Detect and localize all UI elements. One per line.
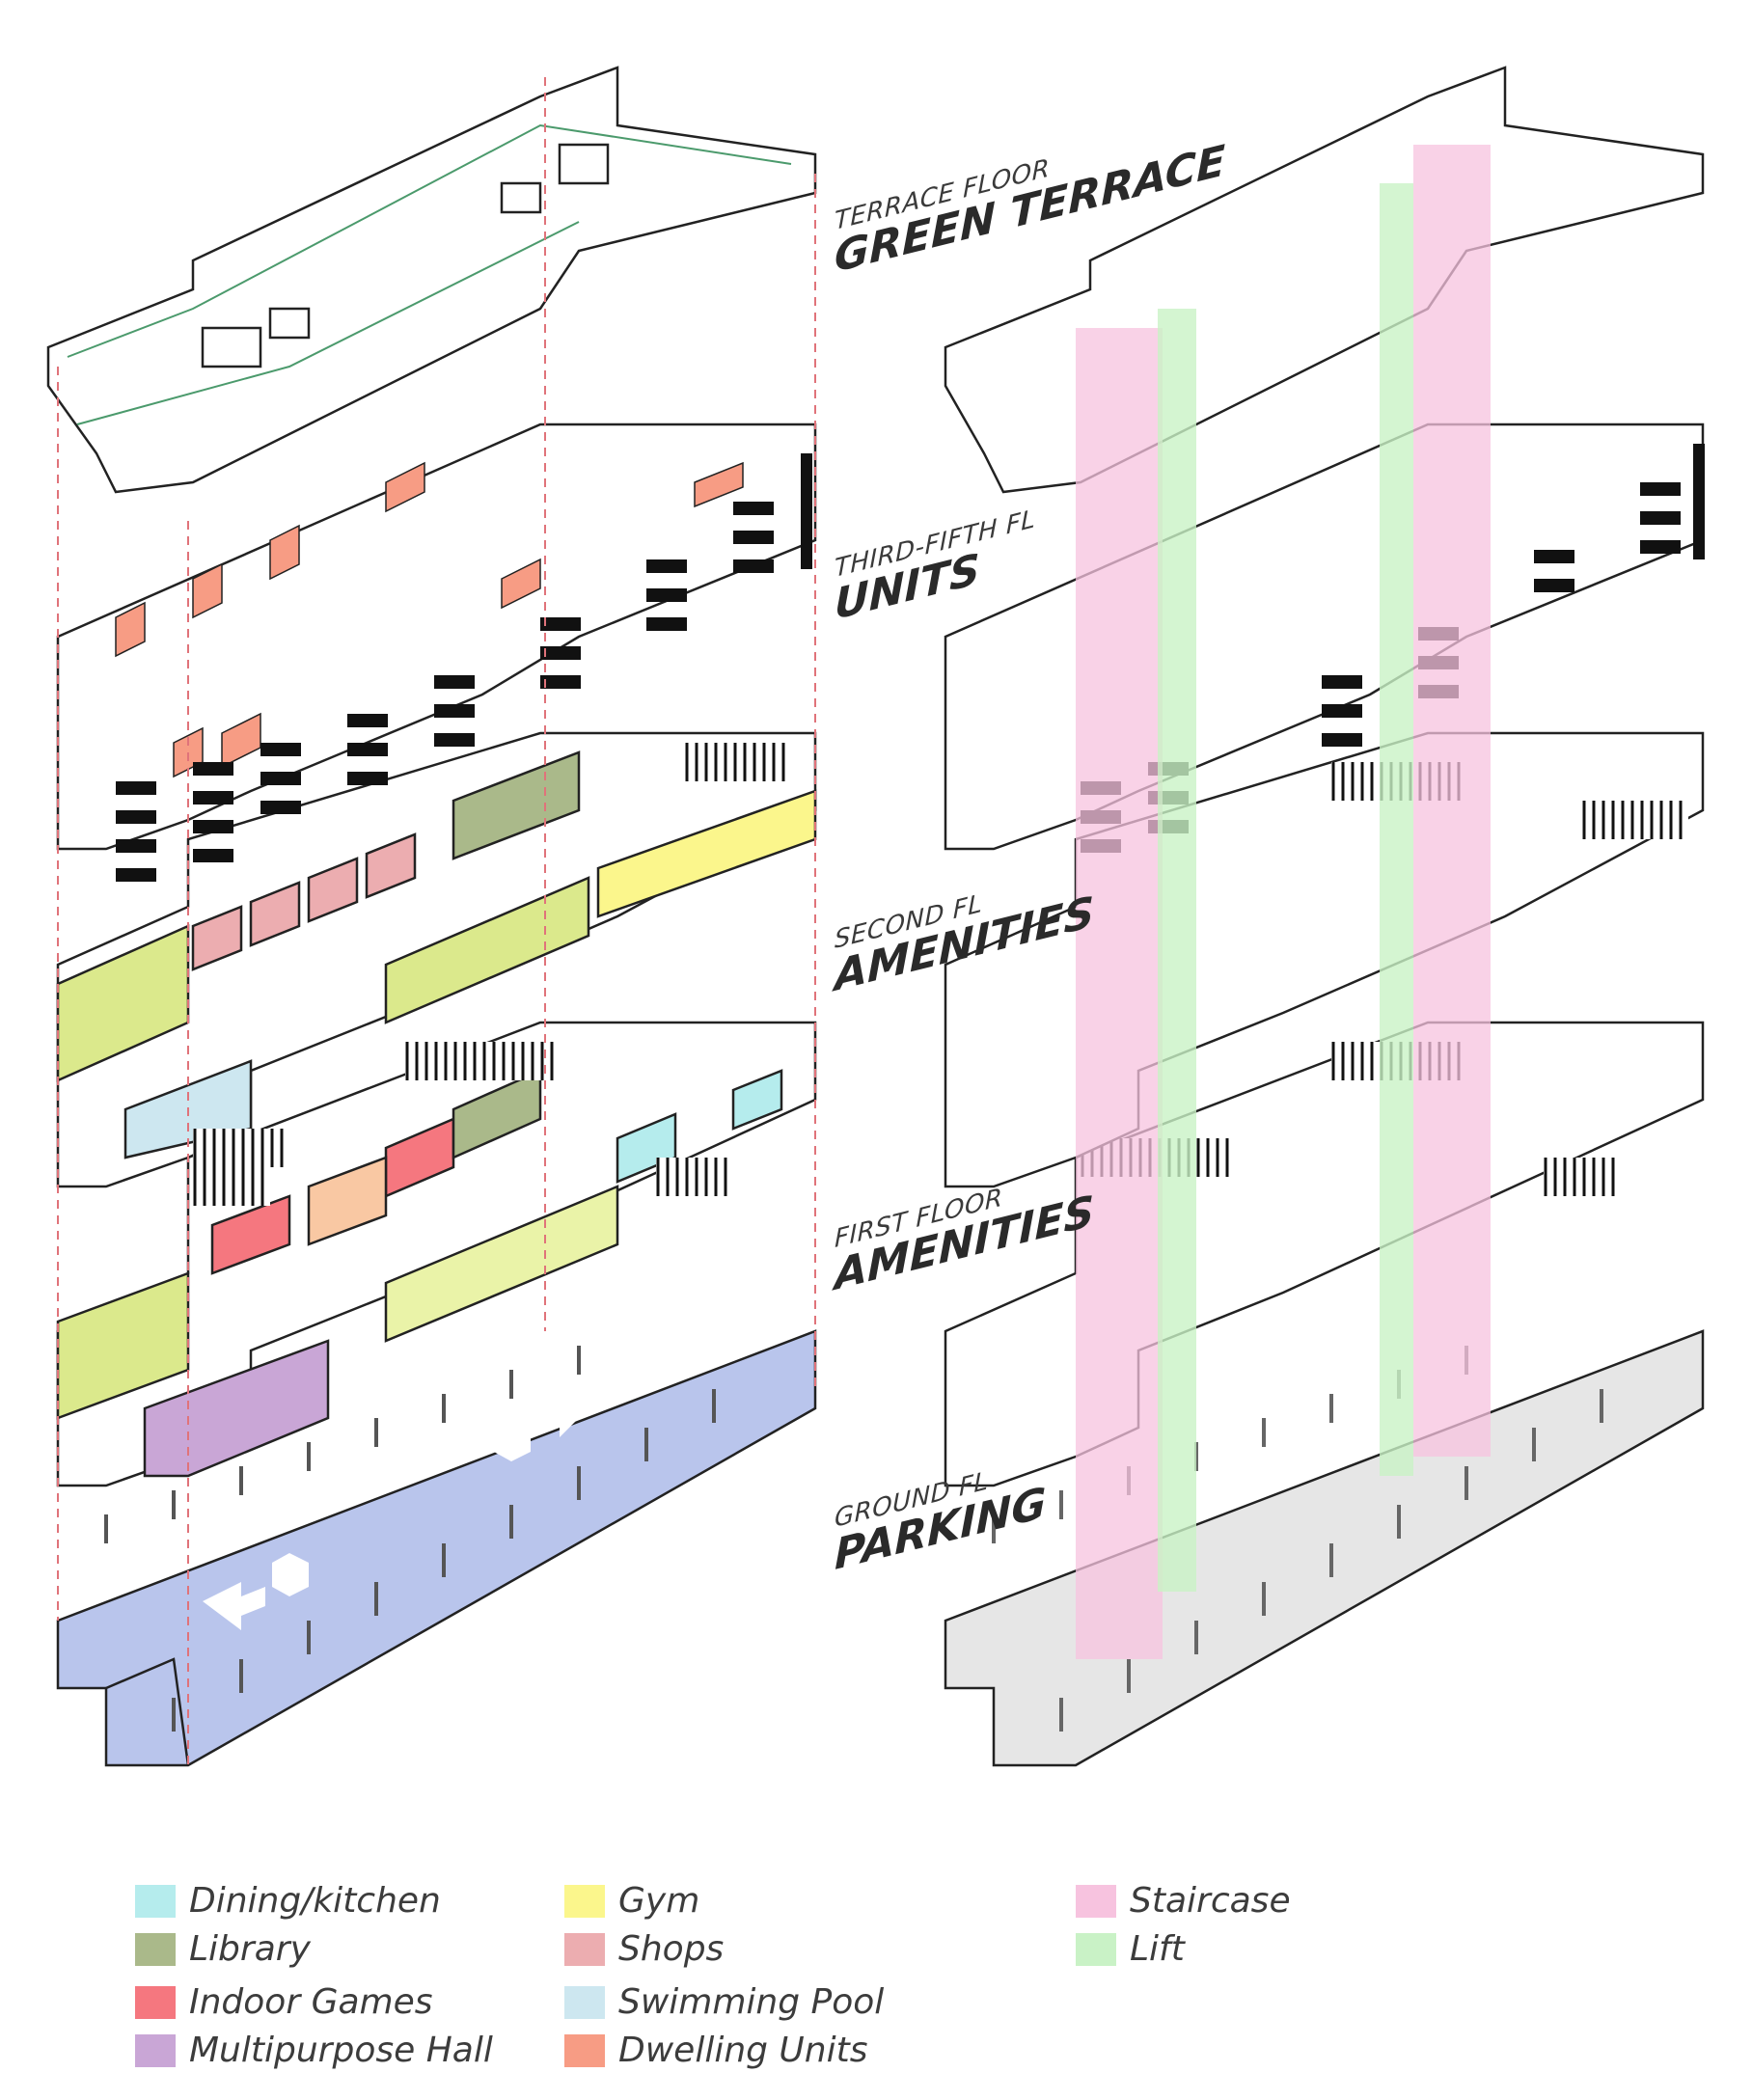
first-floor-dining-b	[731, 1069, 783, 1131]
left-ground-parking	[56, 1329, 817, 1767]
legend-swatch	[135, 1985, 176, 2019]
legend-item-multipurpose-hall: Multipurpose Hall	[135, 2031, 493, 2070]
left-second-floor	[56, 731, 817, 1188]
lift-band-right	[1380, 183, 1413, 1476]
legend-swatch	[1076, 1932, 1116, 1966]
second-floor-lime-zone-b	[384, 876, 590, 1024]
legend-label: Gym	[618, 1881, 700, 1921]
legend-label: Multipurpose Hall	[189, 2031, 493, 2070]
first-floor-multipurpose-hall	[143, 1339, 330, 1478]
legend-item-indoor-games: Indoor Games	[135, 1982, 433, 2022]
legend-swatch	[564, 1884, 605, 1918]
legend-item-dwelling-units: Dwelling Units	[564, 2031, 867, 2070]
left-stack	[46, 66, 817, 1767]
staircase-band-right	[1413, 145, 1491, 1457]
legend-swatch	[564, 1985, 605, 2019]
legend-item-shops: Shops	[564, 1929, 724, 1969]
legend-label: Staircase	[1130, 1881, 1291, 1921]
legend-item-staircase: Staircase	[1076, 1881, 1291, 1921]
left-units-block	[56, 423, 817, 882]
legend-swatch	[564, 1932, 605, 1966]
legend-item-lift: Lift	[1076, 1929, 1185, 1969]
second-floor-shops	[191, 832, 417, 971]
lift-bands	[1158, 183, 1413, 1592]
first-floor-library	[452, 1069, 542, 1159]
legend-item-swimming-pool: Swimming Pool	[564, 1982, 884, 2022]
legend-item-library: Library	[135, 1929, 311, 1969]
second-floor-library	[452, 750, 581, 860]
legend-label: Swimming Pool	[618, 1982, 885, 2022]
legend-label: Indoor Games	[189, 1982, 433, 2022]
legend-swatch	[135, 1932, 176, 1966]
legend-swatch	[1076, 1884, 1116, 1918]
first-floor-shop	[307, 1156, 388, 1246]
first-floor-lime-zone-b	[384, 1185, 619, 1343]
legend-label: Library	[189, 1929, 311, 1969]
legend-label: Lift	[1130, 1929, 1185, 1969]
legend-label: Shops	[618, 1929, 725, 1969]
staircase-bands	[1076, 145, 1491, 1659]
legend-swatch	[135, 2033, 176, 2067]
parking-slab	[56, 1329, 817, 1767]
alignment-guides	[57, 77, 816, 1765]
balconies	[116, 453, 812, 882]
lift-band-left	[1158, 309, 1196, 1592]
legend-swatch	[135, 1884, 176, 1918]
legend-item-dining: Dining/kitchen	[135, 1881, 441, 1921]
left-terrace	[46, 66, 817, 494]
staircase-band-left	[1076, 328, 1163, 1659]
legend-label: Dwelling Units	[618, 2031, 868, 2070]
legend-swatch	[564, 2033, 605, 2067]
right-stack	[944, 66, 1705, 1767]
legend-label: Dining/kitchen	[189, 1881, 441, 1921]
legend-item-gym: Gym	[564, 1881, 699, 1921]
